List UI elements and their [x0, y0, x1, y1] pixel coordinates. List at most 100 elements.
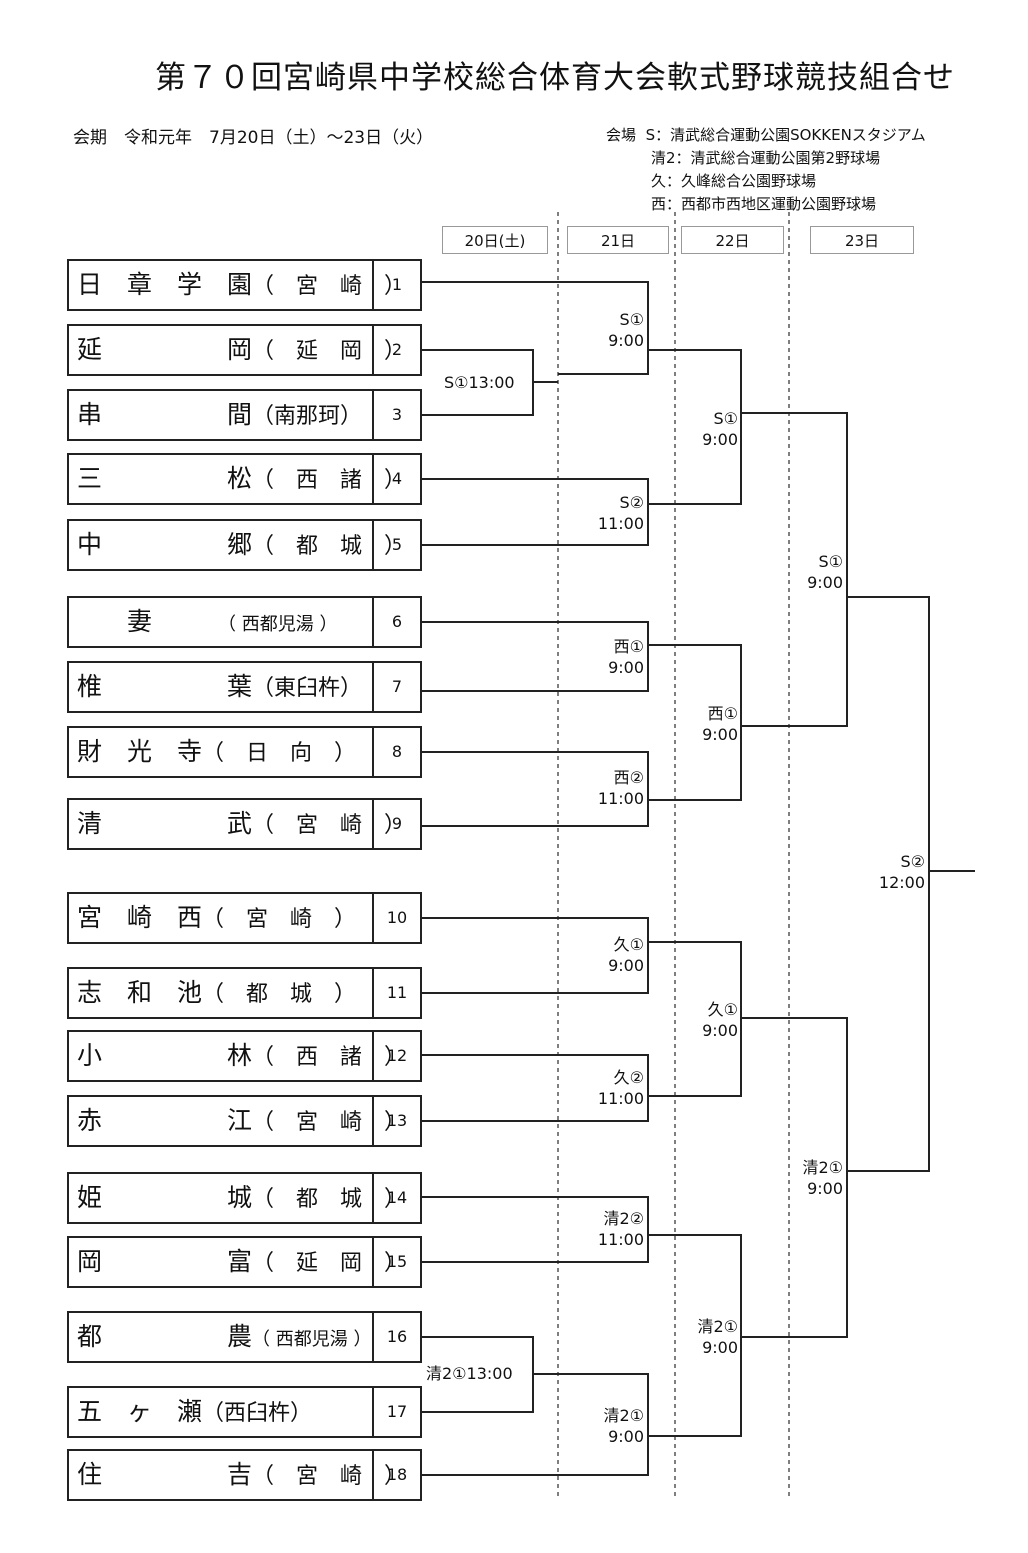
- seed-number: 6: [391, 612, 403, 631]
- day-header: 20日(土): [442, 226, 548, 254]
- team-region: （ 都 城 ）: [252, 1187, 407, 1212]
- team-name: 清 武（ 宮 崎 ）: [69, 800, 406, 848]
- seed-number: 13: [386, 1111, 408, 1130]
- team-region: （ 日 向 ）: [202, 741, 357, 766]
- venue-legend: 会場 S：清武総合運動公園SOKKENスタジアム 清2：清武総合運動公園第2野球…: [606, 124, 926, 216]
- team-name: 日 章 学 園（ 宮 崎 ）: [69, 261, 406, 309]
- team-row: 岡 富（ 延 岡 ） 15: [67, 1236, 422, 1288]
- team-region: （東臼杵）: [252, 676, 363, 701]
- team-name: 姫 城（ 都 城 ）: [69, 1174, 406, 1222]
- team-row: 椎 葉（東臼杵） 7: [67, 661, 422, 713]
- team-row: 姫 城（ 都 城 ） 14: [67, 1172, 422, 1224]
- seed-number: 12: [386, 1046, 408, 1065]
- day-separators: [557, 212, 790, 1500]
- team-row: 中 郷（ 都 城 ） 5: [67, 519, 422, 571]
- team-region: （ 西 諸 ）: [252, 1045, 407, 1070]
- team-row: 三 松（ 西 諸 ） 4: [67, 453, 422, 505]
- team-region: （ 都 城 ）: [252, 534, 407, 559]
- tournament-period: 会期 令和元年 7月20日（土）～23日（火）: [73, 128, 434, 148]
- team-row: 妻 （ 西都児湯 ） 6: [67, 596, 422, 648]
- team-name: 都 農（ 西都児湯 ）: [69, 1313, 374, 1361]
- team-name: 岡 富（ 延 岡 ）: [69, 1238, 406, 1286]
- seed-number: 4: [391, 469, 403, 488]
- day-header: 21日: [567, 226, 669, 254]
- seed-number: 15: [386, 1252, 408, 1271]
- team-region: （ 西 諸 ）: [252, 468, 407, 493]
- team-row: 財 光 寺（ 日 向 ） 8: [67, 726, 422, 778]
- seed-number: 18: [386, 1465, 408, 1484]
- team-name: 小 林（ 西 諸 ）: [69, 1032, 406, 1080]
- seed-number: 3: [391, 405, 403, 424]
- bracket-connectors: [422, 281, 975, 1476]
- team-row: 五 ヶ 瀬（西臼杵） 17: [67, 1386, 422, 1438]
- team-region: （ 宮 崎 ）: [202, 907, 357, 932]
- team-name: 妻 （ 西都児湯 ）: [69, 598, 374, 646]
- team-row: 延 岡（ 延 岡 ） 2: [67, 324, 422, 376]
- team-name: 宮 崎 西（ 宮 崎 ）: [69, 894, 374, 942]
- team-region: （ 宮 崎 ）: [252, 813, 407, 838]
- team-row: 小 林（ 西 諸 ） 12: [67, 1030, 422, 1082]
- seed-number: 5: [391, 535, 403, 554]
- team-region: （ 延 岡 ）: [252, 1251, 407, 1276]
- seed-number: 2: [391, 340, 403, 359]
- team-row: 串 間（南那珂） 3: [67, 389, 422, 441]
- venue-item: 久：久峰総合公園野球場: [651, 172, 817, 190]
- team-region: （ 西都児湯 ）: [227, 614, 338, 635]
- seed-number: 16: [386, 1327, 408, 1346]
- team-region: （ 延 岡 ）: [252, 339, 407, 364]
- venue-item: 清2：清武総合運動公園第2野球場: [651, 149, 881, 167]
- seed-number: 8: [391, 742, 403, 761]
- team-name: 財 光 寺（ 日 向 ）: [69, 728, 374, 776]
- team-region: （ 都 城 ）: [202, 982, 357, 1007]
- day-header: 22日: [681, 226, 784, 254]
- seed-number: 17: [386, 1402, 408, 1421]
- team-row: 宮 崎 西（ 宮 崎 ） 10: [67, 892, 422, 944]
- team-name: 志 和 池（ 都 城 ）: [69, 969, 374, 1017]
- team-row: 都 農（ 西都児湯 ） 16: [67, 1311, 422, 1363]
- venue-legend-line-1: 会場 S：清武総合運動公園SOKKENスタジアム: [606, 124, 926, 147]
- team-name: 住 吉（ 宮 崎 ）: [69, 1451, 406, 1499]
- team-name: 三 松（ 西 諸 ）: [69, 455, 406, 503]
- team-name: 串 間（南那珂）: [69, 391, 374, 439]
- team-name: 赤 江（ 宮 崎 ）: [69, 1097, 406, 1145]
- seed-number: 1: [391, 275, 403, 294]
- team-name: 椎 葉（東臼杵）: [69, 663, 374, 711]
- match-label: 清2①13:00: [426, 1364, 513, 1383]
- seed-number: 11: [386, 983, 408, 1002]
- venue-label: 会場: [606, 126, 637, 144]
- seed-number: 14: [386, 1188, 408, 1207]
- day-header: 23日: [810, 226, 914, 254]
- team-row: 志 和 池（ 都 城 ） 11: [67, 967, 422, 1019]
- venue-item: S：清武総合運動公園SOKKENスタジアム: [645, 126, 926, 144]
- team-name: 中 郷（ 都 城 ）: [69, 521, 406, 569]
- team-row: 住 吉（ 宮 崎 ） 18: [67, 1449, 422, 1501]
- team-region: （ 宮 崎 ）: [252, 274, 407, 299]
- seed-number: 7: [391, 677, 403, 696]
- team-region: （ 西都児湯 ）: [252, 1329, 372, 1350]
- team-region: （ 宮 崎 ）: [252, 1110, 407, 1135]
- team-row: 清 武（ 宮 崎 ） 9: [67, 798, 422, 850]
- venue-item: 西：西都市西地区運動公園野球場: [651, 195, 877, 213]
- team-name: 延 岡（ 延 岡 ）: [69, 326, 406, 374]
- team-region: （南那珂）: [252, 404, 363, 429]
- seed-number: 10: [386, 908, 408, 927]
- seed-number: 9: [391, 814, 403, 833]
- team-region: （西臼杵）: [202, 1401, 313, 1426]
- team-row: 赤 江（ 宮 崎 ） 13: [67, 1095, 422, 1147]
